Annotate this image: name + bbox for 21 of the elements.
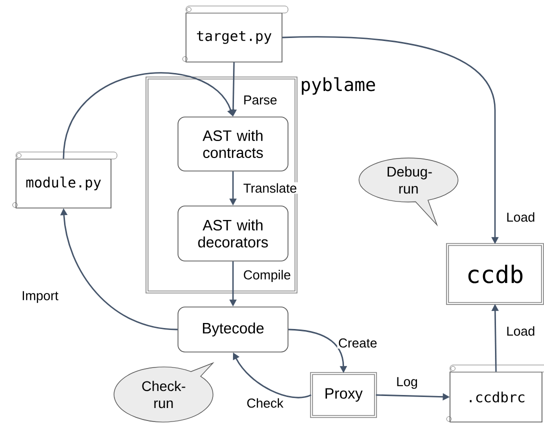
component-box: Proxy — [310, 372, 377, 418]
edge-label: Load — [505, 211, 536, 223]
edge-label: Compile — [242, 268, 292, 284]
edge-label: Create — [337, 337, 378, 349]
file-scroll: .ccdbrc — [446, 364, 544, 422]
process-box: Bytecode — [178, 306, 288, 352]
file-scroll: target.py — [182, 6, 288, 62]
process-box: AST with contracts — [178, 116, 288, 172]
edge-label: Check — [246, 397, 284, 409]
group-title: pyblame — [302, 77, 375, 95]
process-box: AST with decorators — [178, 206, 288, 262]
edge-label: Translate — [242, 182, 298, 194]
edge-label: Load — [505, 325, 536, 337]
speech-bubble: Check-run — [114, 362, 214, 422]
speech-bubble: Debug-run — [358, 158, 458, 226]
file-scroll: module.py — [12, 152, 118, 208]
edge-label: Log — [395, 376, 419, 390]
edge-label: Import — [20, 290, 60, 304]
edge-label: Parse — [242, 94, 278, 106]
component-box: ccdb — [446, 243, 544, 305]
arrow — [62, 72, 234, 159]
